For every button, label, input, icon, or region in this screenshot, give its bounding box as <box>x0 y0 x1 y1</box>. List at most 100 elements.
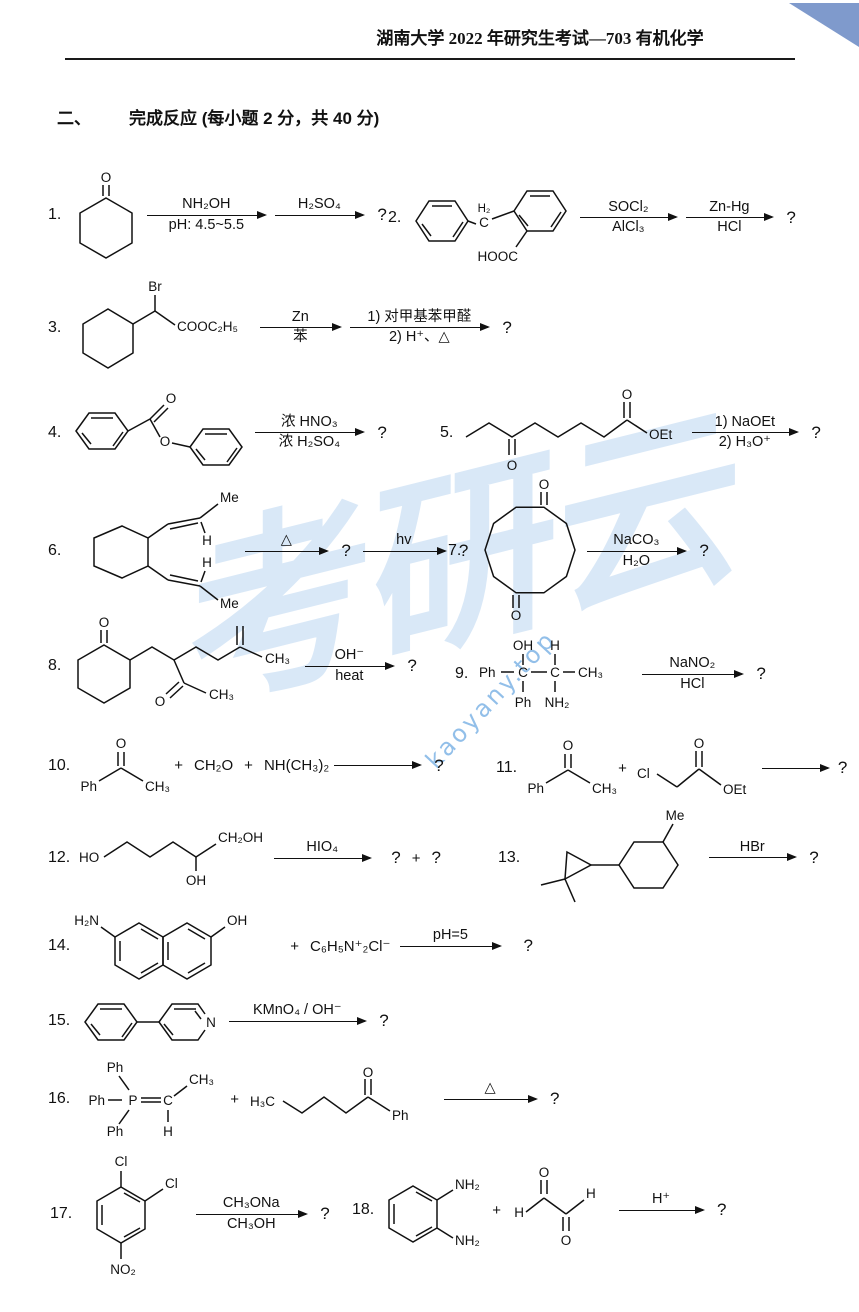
question-mark: ? <box>809 847 819 867</box>
page-title: 湖南大学 2022 年研究生考试—703 有机化学 <box>376 29 704 48</box>
structure-diketone-alkene: O O CH₃ CH₃ <box>77 615 290 709</box>
reagent-above: HBr <box>739 838 765 855</box>
structure-acetophenone: O Ph CH₃ <box>81 736 171 794</box>
question-number: 3. <box>48 318 62 336</box>
question-mark: ? <box>786 207 796 227</box>
plus-sign: + <box>618 759 627 777</box>
ph-label: Ph <box>89 1093 106 1108</box>
h-label: H <box>202 533 212 548</box>
structure-phenyl-pentanone: H₃C O Ph <box>250 1065 409 1123</box>
reaction-arrow: NaNO₂ HCl <box>642 654 745 695</box>
reagent-above: OH⁻ <box>334 647 365 664</box>
o-label: O <box>511 608 522 623</box>
reaction-arrow: △ <box>444 1079 539 1120</box>
question-17: 17. Cl Cl NO₂ CH₃ONa CH₃OH ? <box>50 1148 330 1280</box>
question-number: 9. <box>455 665 469 682</box>
question-14: 14. H₂N OH + C₆H₅N⁺₂Cl⁻ pH=5 ? <box>48 905 533 987</box>
ph-label: Ph <box>107 1124 124 1139</box>
reaction-arrow: HIO₄ <box>274 838 373 879</box>
p-label: P <box>129 1093 138 1108</box>
structure-acetophenone: O Ph CH₃ <box>528 738 618 796</box>
question-mark: ? <box>756 664 766 683</box>
question-3: 3. Br COOC₂H₅ Zn 苯 1) 对甲基苯甲醛 2) H⁺、△ ? <box>48 279 512 375</box>
question-number: 13. <box>498 848 521 866</box>
ho-label: HO <box>79 850 99 865</box>
o-label: O <box>116 736 127 751</box>
hooc-label: HOOC <box>478 249 519 264</box>
reagent-above: 浓 HNO₃ <box>281 413 338 430</box>
section-title: 完成反应 (每小题 2 分，共 40 分) <box>129 109 380 128</box>
o-label: O <box>101 170 112 185</box>
ph-label: Ph <box>81 779 98 794</box>
o-label: O <box>622 387 633 402</box>
section-heading: 二、 完成反应 (每小题 2 分，共 40 分) <box>57 104 379 129</box>
question-2: 2. H₂ C HOOC SOCl₂ AlCl₃ Zn-Hg HCl ? <box>388 160 796 275</box>
h-label: H <box>163 1124 173 1139</box>
ester-label: COOC₂H₅ <box>177 319 238 334</box>
o-label: O <box>539 1165 550 1180</box>
me-label: Me <box>666 808 685 823</box>
reagent-above: H₂SO₄ <box>297 196 341 213</box>
question-mark: ? <box>434 755 444 775</box>
question-4: 4. O O 浓 HNO₃ 浓 H₂SO₄ ? <box>48 385 387 480</box>
question-mark: ? <box>391 848 401 867</box>
question-number: 8. <box>48 657 62 674</box>
section-number: 二、 <box>57 109 91 128</box>
reaction-arrow <box>761 748 830 789</box>
reaction-arrow: Zn 苯 <box>260 307 343 348</box>
question-mark: ? <box>699 541 709 560</box>
question-mark: ? <box>550 1089 560 1108</box>
reagent-above: pH=5 <box>432 927 468 944</box>
question-mark: ? <box>377 422 387 442</box>
o-label: O <box>563 738 574 753</box>
reagent-below: 2) H₃O⁺ <box>718 434 771 450</box>
plus-sign: + <box>230 1090 240 1108</box>
question-mark: ? <box>341 541 351 560</box>
structure-ketoester: O O OEt <box>465 387 673 473</box>
question-12: 12. HO OH CH₂OH HIO₄ ? + ? <box>48 823 441 893</box>
question-mark: ? <box>458 541 469 560</box>
question-mark: ? <box>379 1011 389 1030</box>
question-mark: ? <box>811 422 821 442</box>
reagent-above: hv <box>396 532 412 549</box>
reagent-below: pH: 4.5~5.5 <box>168 216 245 233</box>
c-label: C <box>479 215 489 230</box>
reaction-arrow: H₂SO₄ <box>275 195 366 236</box>
question-mark: ? <box>717 1200 727 1219</box>
structure-cyclodecanedione: O O <box>484 477 577 623</box>
question-8: 8. O O CH₃ CH₃ OH⁻ heat ? <box>48 612 417 720</box>
reagent-above: △ <box>280 532 292 549</box>
reaction-arrow: H⁺ <box>619 1190 706 1231</box>
me-label: Me <box>220 596 239 611</box>
question-5: 5. O O OEt 1) NaOEt 2) H₃O⁺ ? <box>440 385 821 480</box>
plus-sign: + <box>174 757 184 774</box>
reagent-above: 1) 对甲基苯甲醛 <box>367 308 472 325</box>
oh-label: OH <box>513 638 533 653</box>
reagent-below: HCl <box>680 675 705 692</box>
dimethylamine-formula: NH(CH₃)₂ <box>263 757 330 774</box>
plus-sign: + <box>290 937 300 955</box>
c-label: C <box>550 665 560 680</box>
structure-pentanetriol: HO OH CH₂OH <box>79 830 263 888</box>
ph-label: Ph <box>479 665 496 680</box>
reagent-above: CH₃ONa <box>222 1195 280 1212</box>
question-13: 13. Me HBr ? <box>498 805 819 910</box>
reagent-above: KMnO₄ / OH⁻ <box>252 1002 342 1019</box>
br-label: Br <box>149 279 163 294</box>
plus-sign: + <box>244 757 253 774</box>
reaction-arrow: HBr <box>709 837 798 878</box>
ph-label: Ph <box>392 1108 409 1123</box>
question-15: 15. N KMnO₄ / OH⁻ ? <box>48 988 389 1054</box>
reagent-above: △ <box>484 1080 496 1097</box>
structure-aminoalcohol: OH H Ph C C CH₃ Ph NH₂ <box>479 638 603 710</box>
h2-label: H₂ <box>478 203 491 215</box>
reaction-arrow: 1) NaOEt 2) H₃O⁺ <box>692 412 800 453</box>
question-number: 16. <box>48 1090 71 1107</box>
nh2-label: NH₂ <box>455 1233 480 1248</box>
question-mark: ? <box>407 656 417 675</box>
ch2oh-label: CH₂OH <box>218 830 263 845</box>
structure-phenylpyridine: N <box>84 1003 216 1041</box>
question-mark: ? <box>320 1204 330 1223</box>
o-label: O <box>694 736 705 751</box>
reagent-below: heat <box>335 667 364 684</box>
